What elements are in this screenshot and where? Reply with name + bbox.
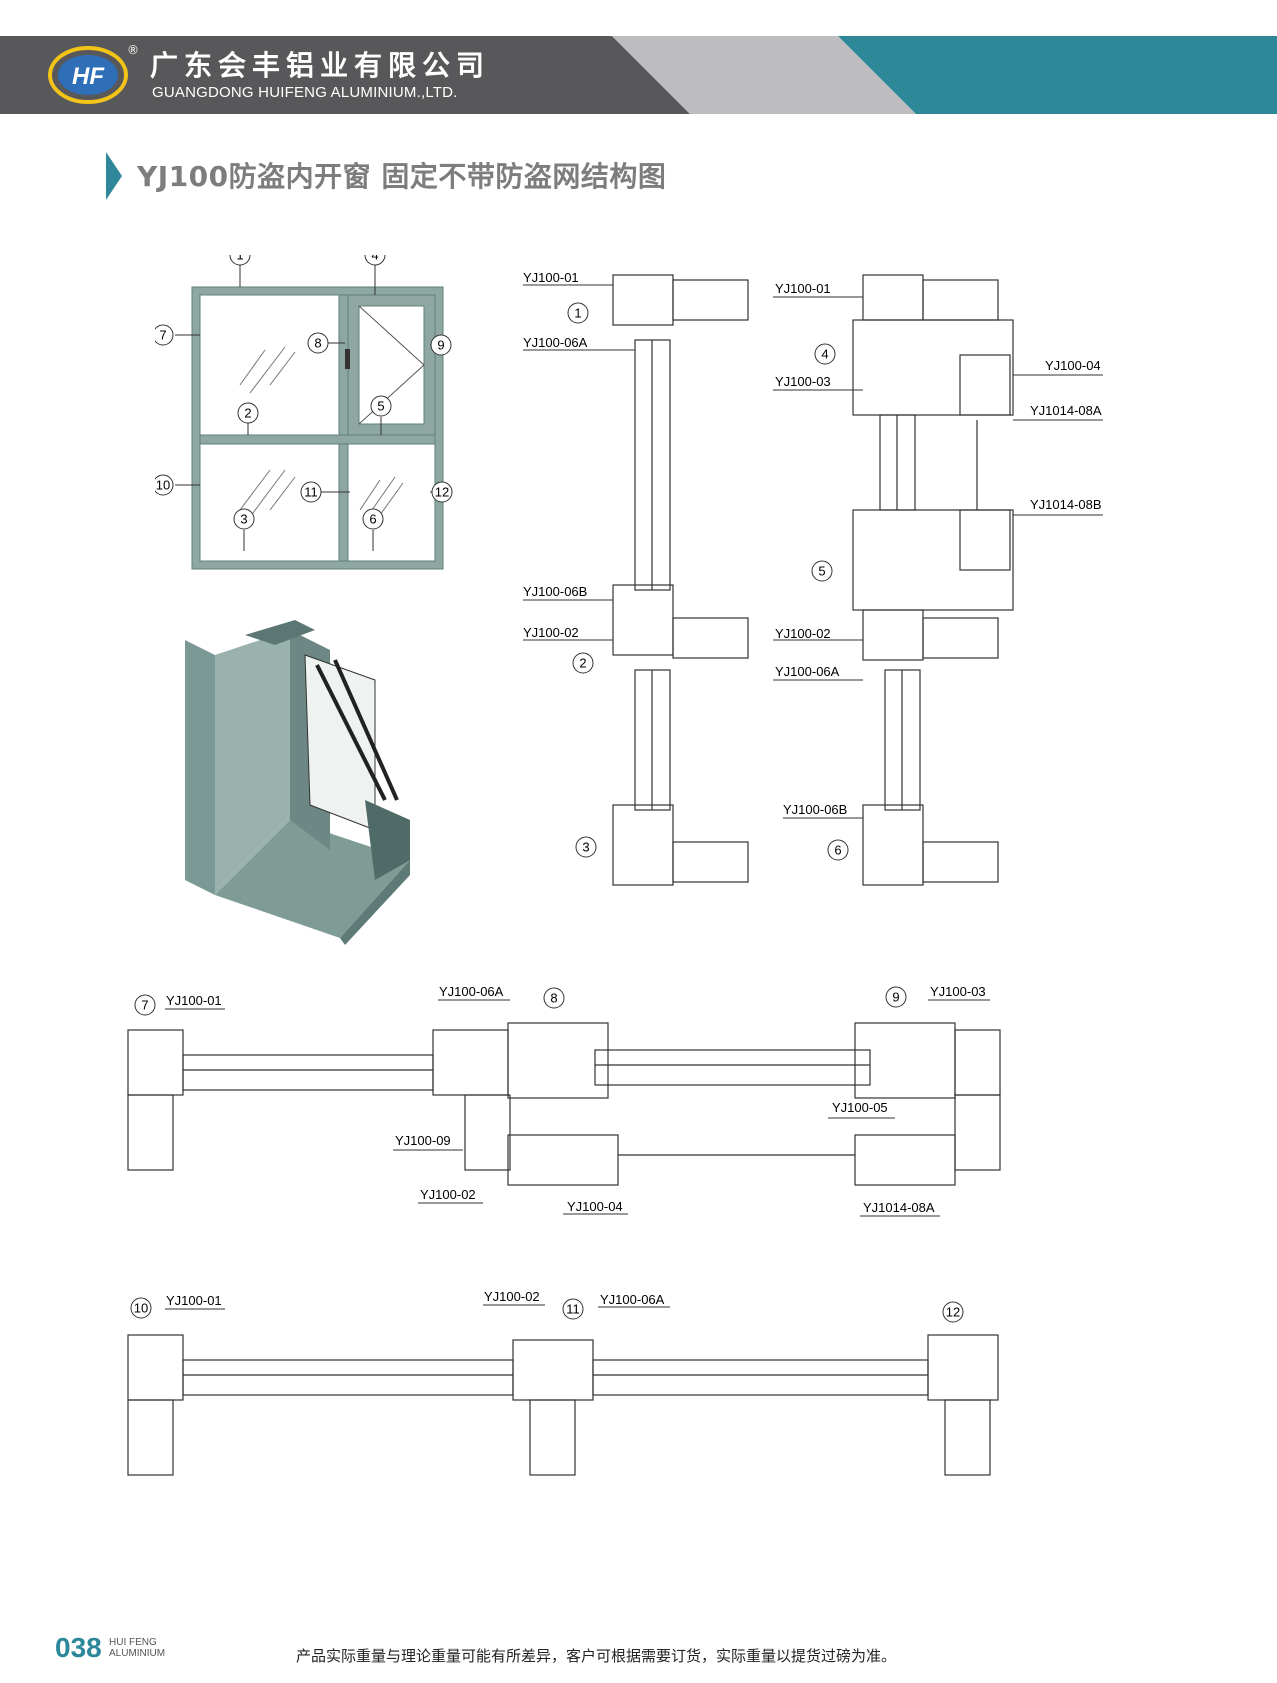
profile-code-label: YJ100-03 xyxy=(775,374,831,389)
page-number: 038 xyxy=(55,1632,102,1663)
profile-code-label: YJ100-02 xyxy=(484,1289,540,1304)
callout-1: 1 xyxy=(229,255,251,266)
callout-1: 1 xyxy=(567,302,589,324)
page-title: YJ100防盗内开窗 固定不带防盗网结构图 xyxy=(137,160,667,193)
callout-number: 9 xyxy=(892,990,899,1005)
callout-number: 7 xyxy=(159,328,166,343)
registered-mark: ® xyxy=(127,43,139,57)
callout-number: 3 xyxy=(240,512,247,527)
profile-code-label: YJ100-06A xyxy=(523,335,588,350)
callout-number: 7 xyxy=(141,998,148,1013)
profile-code-label: YJ100-06A xyxy=(775,664,840,679)
footer-brand: HUI FENG ALUMINIUM xyxy=(109,1637,165,1659)
profile-code-label: YJ100-01 xyxy=(523,270,579,285)
callout-number: 9 xyxy=(437,338,444,353)
callout-number: 10 xyxy=(134,1301,148,1316)
callout-number: 10 xyxy=(156,478,170,493)
profile-code-label: YJ100-06B xyxy=(783,802,847,817)
callout-8: 8 xyxy=(307,332,329,354)
callout-9: 9 xyxy=(885,986,907,1008)
profile-code-label: YJ100-01 xyxy=(775,281,831,296)
callout-6: 6 xyxy=(827,839,849,861)
callout-number: 3 xyxy=(582,840,589,855)
callout-3: 3 xyxy=(575,836,597,858)
callout-5: 5 xyxy=(811,560,833,582)
callout-number: 1 xyxy=(236,255,243,263)
callout-2: 2 xyxy=(572,652,594,674)
callout-number: 5 xyxy=(818,564,825,579)
profile-code-label: YJ1014-08A xyxy=(1030,403,1102,418)
callout-number: 8 xyxy=(314,336,321,351)
callout-number: 12 xyxy=(946,1305,960,1320)
callout-number: 5 xyxy=(377,399,384,414)
callout-number: 2 xyxy=(244,406,251,421)
footer-brand-line1: HUI FENG xyxy=(109,1637,157,1648)
callout-number: 4 xyxy=(821,347,828,362)
callout-number: 4 xyxy=(371,255,378,263)
callout-12: 12 xyxy=(431,481,453,503)
company-name-en: GUANGDONG HUIFENG ALUMINIUM.,LTD. xyxy=(152,84,458,101)
callout-7: 7 xyxy=(134,994,156,1016)
callout-5: 5 xyxy=(370,395,392,417)
callout-number: 11 xyxy=(304,485,318,500)
callout-11: 11 xyxy=(300,481,322,503)
profile-code-label: YJ100-06A xyxy=(600,1292,665,1307)
callout-7: 7 xyxy=(155,324,174,346)
profile-code-label: YJ100-04 xyxy=(567,1199,623,1214)
profile-code-label: YJ100-02 xyxy=(420,1187,476,1202)
callout-number: 12 xyxy=(435,485,449,500)
company-name-cn: 广东会丰铝业有限公司 xyxy=(150,49,491,82)
callout-10: 10 xyxy=(130,1297,152,1319)
callout-2: 2 xyxy=(237,402,259,424)
profile-code-label: YJ1014-08A xyxy=(863,1200,935,1215)
horizontal-section-drawings xyxy=(127,999,1001,1476)
callout-3: 3 xyxy=(233,508,255,530)
profile-code-label: YJ100-05 xyxy=(832,1100,888,1115)
profile-code-label: YJ100-06B xyxy=(523,584,587,599)
callout-number: 8 xyxy=(550,991,557,1006)
callout-6: 6 xyxy=(362,508,384,530)
callout-number: 1 xyxy=(574,306,581,321)
callout-number: 11 xyxy=(566,1302,580,1317)
profile-code-label: YJ100-03 xyxy=(930,985,986,999)
profile-code-label: YJ1014-08B xyxy=(1030,497,1102,512)
profile-code-label: YJ100-01 xyxy=(166,993,222,1008)
profile-code-label: YJ100-04 xyxy=(1045,358,1101,373)
logo-text: HF xyxy=(72,63,105,90)
profile-code-label: YJ100-02 xyxy=(775,626,831,641)
profile-code-label: YJ100-09 xyxy=(395,1133,451,1148)
callout-number: 2 xyxy=(579,656,586,671)
profile-code-label: YJ100-01 xyxy=(166,1293,222,1308)
company-logo: HF xyxy=(48,46,128,104)
callout-12: 12 xyxy=(942,1301,964,1323)
footer-brand-line2: ALUMINIUM xyxy=(109,1648,166,1659)
callout-9: 9 xyxy=(430,334,452,356)
callout-11: 11 xyxy=(562,1298,584,1320)
title-marker-icon xyxy=(106,152,122,200)
callout-4: 4 xyxy=(814,343,836,365)
footer-weight-note: 产品实际重量与理论重量可能有所差异，客户可根据需要订货，实际重量以提货过磅为准。 xyxy=(296,1647,897,1665)
callout-4: 4 xyxy=(364,255,386,266)
profile-code-label: YJ100-06A xyxy=(439,985,504,999)
callout-10: 10 xyxy=(155,474,174,496)
profile-3d-render-image xyxy=(185,620,410,945)
header-band xyxy=(0,36,1277,114)
profile-code-label: YJ100-02 xyxy=(523,625,579,640)
vertical-section-drawings xyxy=(523,274,1103,886)
callout-8: 8 xyxy=(543,987,565,1009)
callout-number: 6 xyxy=(834,843,841,858)
callout-number: 6 xyxy=(369,512,376,527)
